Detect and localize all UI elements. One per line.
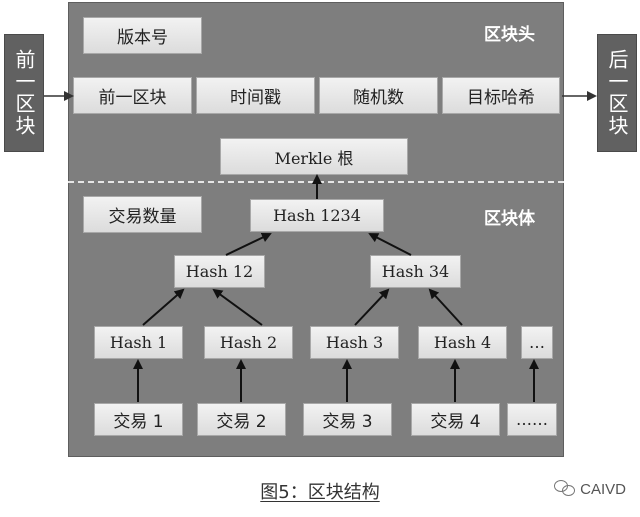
wechat-icon xyxy=(554,480,576,498)
arrow-1-to-12 xyxy=(142,288,185,326)
hash-1-box: Hash 1 xyxy=(94,326,183,359)
hash-2-box: Hash 2 xyxy=(204,326,293,359)
prev-hash-box: 前一区块 xyxy=(73,77,192,114)
nonce-box: 随机数 xyxy=(319,77,438,114)
arrow-2-to-12 xyxy=(212,288,263,326)
hash-3-box: Hash 3 xyxy=(310,326,399,359)
hash-34-box: Hash 34 xyxy=(370,255,461,288)
block-header-label: 区块头 xyxy=(484,25,535,45)
tx-2-box: 交易 2 xyxy=(197,403,286,436)
hash-12-box: Hash 12 xyxy=(174,255,265,288)
tx-3-box: 交易 3 xyxy=(303,403,392,436)
version-box: 版本号 xyxy=(83,17,202,54)
block-body-label: 区块体 xyxy=(484,209,535,229)
next-block: 后一区块 xyxy=(597,34,637,152)
watermark: CAIVD xyxy=(554,480,626,498)
target-hash-box: 目标哈希 xyxy=(442,77,560,114)
hash-4-box: Hash 4 xyxy=(418,326,507,359)
arrow-4-to-34 xyxy=(428,288,463,326)
timestamp-box: 时间戳 xyxy=(196,77,315,114)
figure-caption: 图5：区块结构 xyxy=(260,482,380,503)
arrow-3-to-34 xyxy=(354,288,390,326)
hash-more-box: … xyxy=(521,326,553,359)
tx-more-box: …… xyxy=(507,403,557,436)
tx-4-box: 交易 4 xyxy=(411,403,500,436)
hash-1234-box: Hash 1234 xyxy=(250,199,384,232)
tx-count-box: 交易数量 xyxy=(83,196,202,233)
watermark-text: CAIVD xyxy=(580,480,626,498)
arrow-34-to-1234 xyxy=(368,233,412,256)
prev-block: 前一区块 xyxy=(4,34,44,152)
tx-1-box: 交易 1 xyxy=(94,403,183,436)
arrow-12-to-1234 xyxy=(225,232,272,256)
